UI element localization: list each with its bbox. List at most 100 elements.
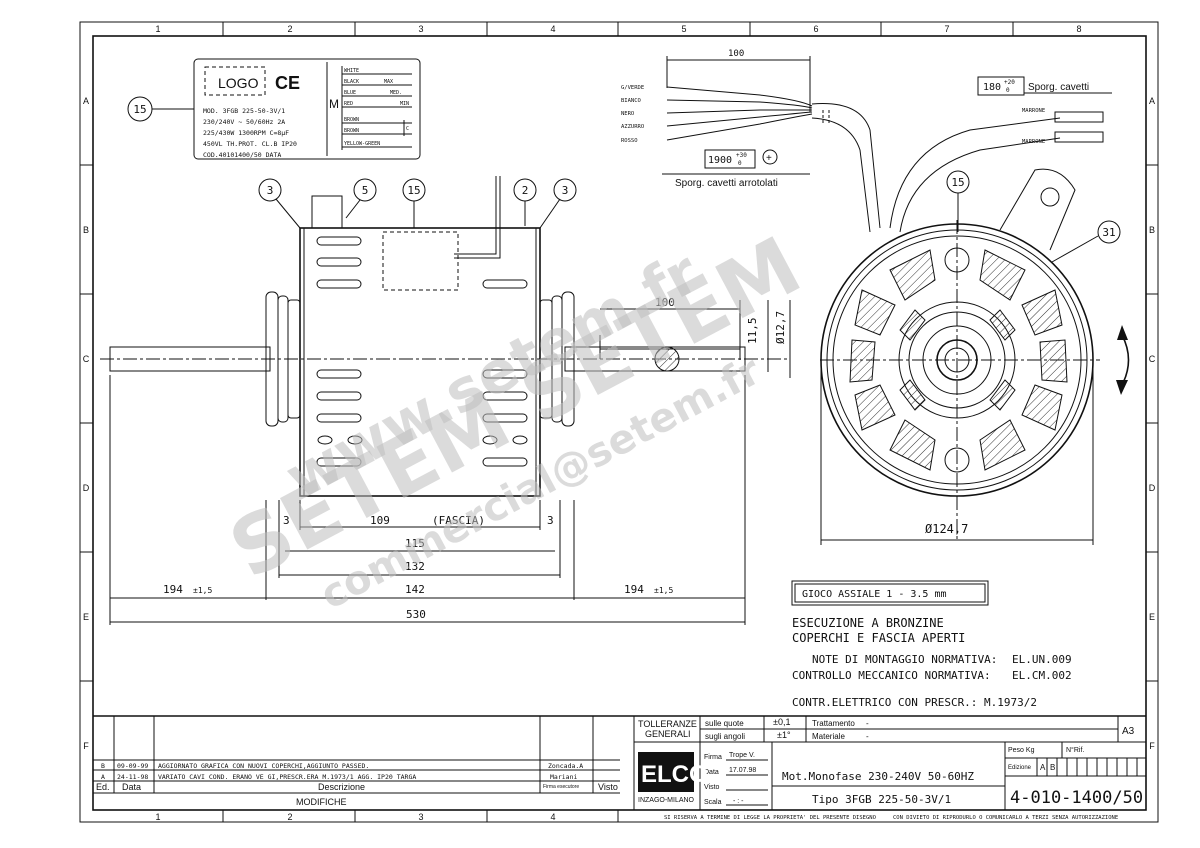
dim-132: 132 <box>405 560 425 573</box>
notes: GIOCO ASSIALE 1 - 3.5 mm ESECUZIONE A BR… <box>791 580 1072 709</box>
dim-3-right: 3 <box>547 514 554 527</box>
edizione-label: Edizione <box>1008 765 1032 771</box>
wire-black: BLACK <box>344 79 359 85</box>
note-4: CONTROLLO MECCANICO NORMATIVA: <box>792 669 991 682</box>
rev-b-ed: B <box>101 762 105 770</box>
cable-marrone-2: MARRONE <box>1022 139 1045 145</box>
angoli-value: ±1° <box>777 730 791 740</box>
balloon-31: 31 <box>1102 226 1115 239</box>
watermark: www.setem.fr SETEM SETEM commercial@sete… <box>215 219 815 619</box>
col-8: 8 <box>1076 24 1081 34</box>
hdr-ed: Ed. <box>96 782 110 792</box>
row-a: A <box>83 96 89 106</box>
col-4-bottom: 4 <box>550 812 555 822</box>
wire-red: RED <box>344 101 353 107</box>
rev-a-firma: Mariani <box>550 773 577 781</box>
rev-a-desc: VARIATO CAVI COND. ERANO VE GI,PRESCR.ER… <box>158 773 416 781</box>
label-line-1: MOD. 3FGB 225-50-3V/1 <box>203 107 285 115</box>
balloon-2: 2 <box>522 184 529 197</box>
visto-label: Visto <box>704 784 720 791</box>
mark-max: MAX <box>384 79 393 85</box>
gioco-assiale: GIOCO ASSIALE 1 - 3.5 mm <box>802 589 947 600</box>
col-3: 3 <box>418 24 423 34</box>
mark-min: MIN <box>400 101 409 107</box>
dim-11-5: 11,5 <box>746 318 759 345</box>
wire-brown-1: BROWN <box>344 117 359 123</box>
col-1-bottom: 1 <box>155 812 160 822</box>
col-2-bottom: 2 <box>287 812 292 822</box>
rev-a-ed: A <box>101 773 105 781</box>
edizione-a: A <box>1040 763 1046 772</box>
cable-diagram: 100 G/VERDE BIANCO NERO AZZURRO ROSSO MA… <box>621 49 1112 233</box>
col-4: 4 <box>550 24 555 34</box>
col-1: 1 <box>155 24 160 34</box>
note-3-value: EL.UN.009 <box>1012 653 1072 666</box>
right-tol-up: +20 <box>1004 79 1015 86</box>
length-dimensions: 3 109 (FASCIA) 3 115 132 142 194 ±1,5 19… <box>109 375 746 625</box>
motor-side-view <box>100 176 790 497</box>
rev-b-desc: AGGIORNATO GRAFICA CON NUOVI COPERCHI,AG… <box>158 762 369 770</box>
modifiche-label: MODIFICHE <box>296 797 347 807</box>
materiale-value: - <box>866 732 869 741</box>
coil-tol-up: +30 <box>736 152 747 159</box>
rev-b-firma: Zoncada.A <box>548 762 583 770</box>
wire-blue: BLUE <box>344 90 356 96</box>
dim-194-right-tol: ±1,5 <box>654 586 673 595</box>
hdr-visto: Visto <box>598 782 618 792</box>
hdr-data: Data <box>122 782 141 792</box>
balloon-3-left: 3 <box>267 184 274 197</box>
mark-med: MED. <box>390 90 402 96</box>
toll-label: TOLLERANZE <box>638 719 697 729</box>
cable-marrone-1: MARRONE <box>1022 108 1045 114</box>
coil-tol-dn: 0 <box>738 160 742 167</box>
quote-value: ±0,1 <box>773 717 790 727</box>
cable-bianco: BIANCO <box>621 98 641 104</box>
col-2: 2 <box>287 24 292 34</box>
col-6: 6 <box>813 24 818 34</box>
rev-a-date: 24-11-98 <box>117 773 148 781</box>
coil-dim: 1900 <box>708 155 732 166</box>
hdr-desc: Descrizione <box>318 782 365 792</box>
ce-mark: CE <box>275 73 300 93</box>
row-d: D <box>83 483 90 493</box>
col-3-bottom: 3 <box>418 812 423 822</box>
materiale-label: Materiale <box>812 732 845 741</box>
dim-530: 530 <box>406 608 426 621</box>
shaft-dimensions: 100 11,5 Ø12,7 <box>600 296 791 378</box>
label-line-2: 230/240V ~ 50/60Hz 2A <box>203 118 285 126</box>
trattamento-value: - <box>866 719 869 728</box>
balloon-15-top: 15 <box>407 184 420 197</box>
logo-text: LOGO <box>218 75 259 91</box>
row-f-right: F <box>1149 741 1155 751</box>
hdr-firma: Firma esecutore <box>543 784 579 790</box>
revision-table: B 09-09-99 AGGIORNATO GRAFICA CON NUOVI … <box>93 715 1146 810</box>
row-e-right: E <box>1149 612 1155 622</box>
col-7: 7 <box>944 24 949 34</box>
firma-label: Firma <box>704 754 722 761</box>
row-a-right: A <box>1149 96 1155 106</box>
nrif-label: N°Rif. <box>1066 746 1084 754</box>
dim-194-right: 194 <box>624 583 644 596</box>
row-c: C <box>83 354 90 364</box>
rev-b-date: 09-09-99 <box>117 762 148 770</box>
cable-rosso: ROSSO <box>621 138 638 144</box>
note-5: CONTR.ELETTRICO CON PRESCR.: M.1973/2 <box>792 696 1037 709</box>
row-c-right: C <box>1149 354 1156 364</box>
dim-fascia: (FASCIA) <box>432 514 485 527</box>
data-value: 17.07.98 <box>729 767 756 774</box>
sheet-size: A3 <box>1122 726 1135 737</box>
right-caption: Sporg. cavetti <box>1028 82 1089 93</box>
right-dim: 180 <box>983 82 1001 93</box>
balloon-15-label: 15 <box>133 103 146 116</box>
mark-cap: C <box>406 126 409 132</box>
dim-3-left: 3 <box>283 514 290 527</box>
angoli-label: sugli angoli <box>705 732 745 741</box>
trattamento-label: Trattamento <box>812 719 855 728</box>
label-line-4: 450VL TH.PROT. CL.B IP20 <box>203 140 297 148</box>
coil-caption: Sporg. cavetti arrotolati <box>675 178 778 189</box>
quote-label: sulle quote <box>705 719 744 728</box>
wire-yellow-green: YELLOW-GREEN <box>344 141 380 147</box>
row-b-right: B <box>1149 225 1155 235</box>
row-f: F <box>83 741 89 751</box>
